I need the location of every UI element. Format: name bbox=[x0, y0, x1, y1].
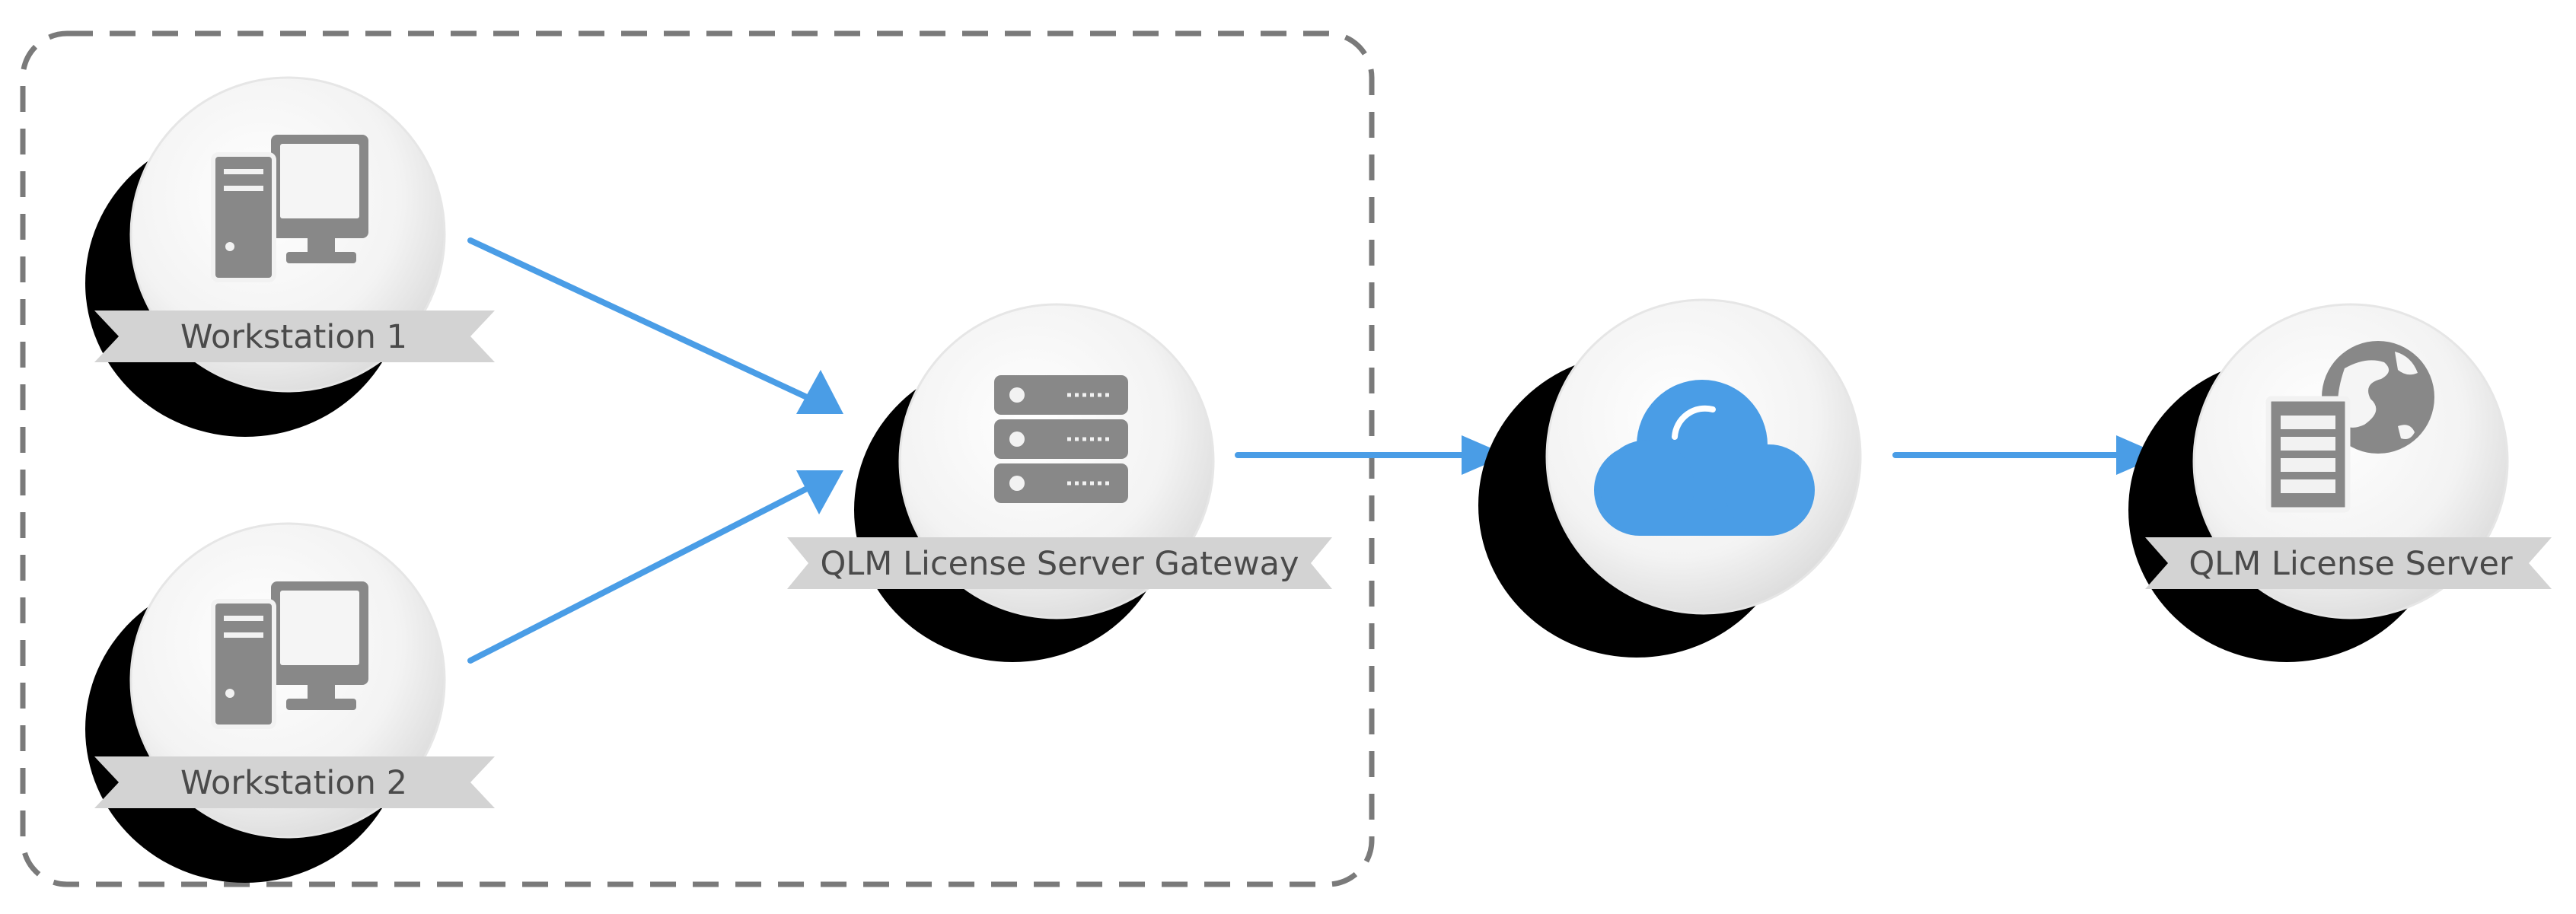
label-ribbon bbox=[94, 311, 495, 362]
globe-server-icon bbox=[2265, 341, 2434, 513]
server-rack-icon bbox=[994, 375, 1128, 503]
connector-gateway-to-cloud bbox=[1235, 435, 1507, 475]
label-ribbon bbox=[94, 756, 495, 808]
node-label: Workstation 2 bbox=[180, 764, 407, 802]
node-label: QLM License Server Gateway bbox=[821, 545, 1299, 583]
desktop-computer-icon bbox=[211, 135, 368, 282]
local-network-boundary bbox=[20, 30, 1375, 887]
node-workstation-2: Workstation 2 bbox=[85, 522, 495, 883]
node-label: QLM License Server bbox=[2189, 545, 2513, 583]
label-ribbon bbox=[2145, 537, 2552, 589]
node-cloud bbox=[1478, 298, 1862, 658]
node-workstation-1: Workstation 1 bbox=[85, 76, 495, 437]
connector-ws1-to-gateway bbox=[467, 237, 843, 414]
desktop-computer-icon bbox=[211, 581, 368, 729]
connector-cloud-to-license-server bbox=[1892, 435, 2162, 475]
node-license-server: QLM License Server bbox=[2128, 303, 2552, 662]
node-label: Workstation 1 bbox=[180, 318, 407, 356]
connector-ws2-to-gateway bbox=[467, 470, 843, 664]
cloud-icon bbox=[1594, 380, 1815, 536]
node-gateway: QLM License Server Gateway bbox=[787, 303, 1332, 662]
label-ribbon bbox=[787, 537, 1332, 589]
